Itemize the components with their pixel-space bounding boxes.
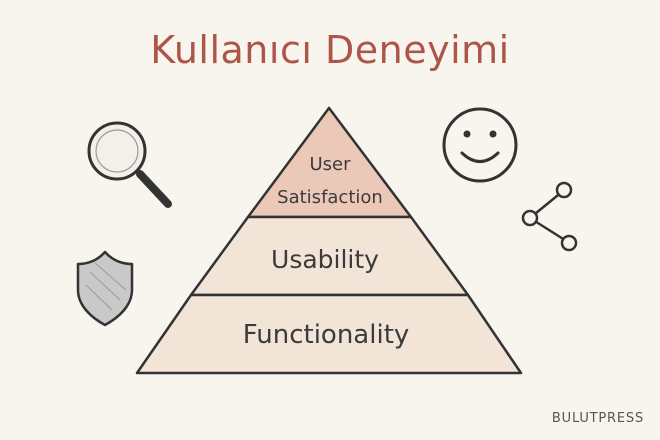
magnifier-icon (87, 121, 172, 208)
page-title: Kullanıcı Deneyimi (150, 28, 510, 72)
level-label-satisfaction: Satisfaction (277, 187, 383, 208)
pyramid-bottom-level (135, 293, 523, 375)
smiley-icon (442, 107, 518, 183)
brand-watermark: BULUTPRESS (551, 411, 644, 426)
share-icon (521, 181, 578, 252)
shield-icon (76, 250, 134, 327)
level-label-functionality: Functionality (243, 320, 410, 350)
level-label-usability: Usability (271, 245, 379, 274)
level-label-user: User (309, 154, 351, 175)
